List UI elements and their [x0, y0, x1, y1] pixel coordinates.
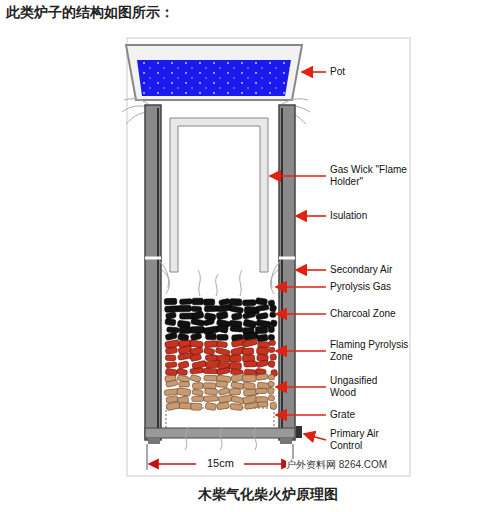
watermark: 户外资料网 8264.COM — [286, 459, 387, 471]
part-label: Gas Wick "Flame Holder" — [330, 164, 410, 188]
part-label: Secondary Air — [330, 264, 420, 276]
heading: 此类炉子的结构如图所示： — [6, 4, 174, 22]
part-label: Pot — [330, 66, 410, 78]
part-label: Pyrolysis Gas — [330, 281, 420, 293]
part-label: Isulation — [330, 210, 410, 222]
part-label: Flaming Pyrolysis Zone — [330, 339, 412, 363]
part-label: Ungasified Wood — [330, 375, 396, 399]
dimension-label: 15cm — [205, 457, 236, 469]
part-label: Grate — [330, 409, 410, 421]
part-label: Primary Air Control — [330, 428, 402, 452]
part-label: Charcoal Zone — [330, 308, 420, 320]
caption: 木柴气化柴火炉原理图 — [198, 486, 338, 504]
